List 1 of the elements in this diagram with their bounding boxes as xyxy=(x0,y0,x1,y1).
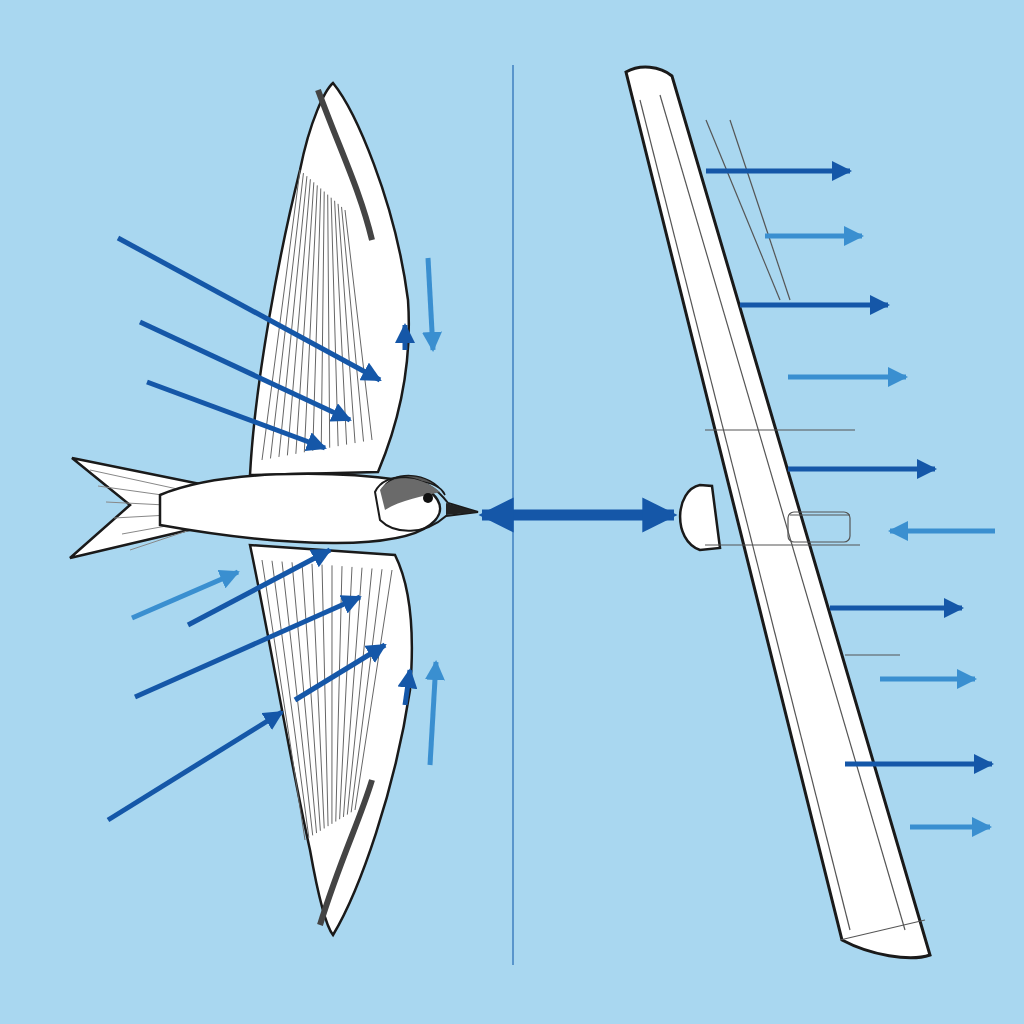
double-arrow xyxy=(478,497,678,533)
